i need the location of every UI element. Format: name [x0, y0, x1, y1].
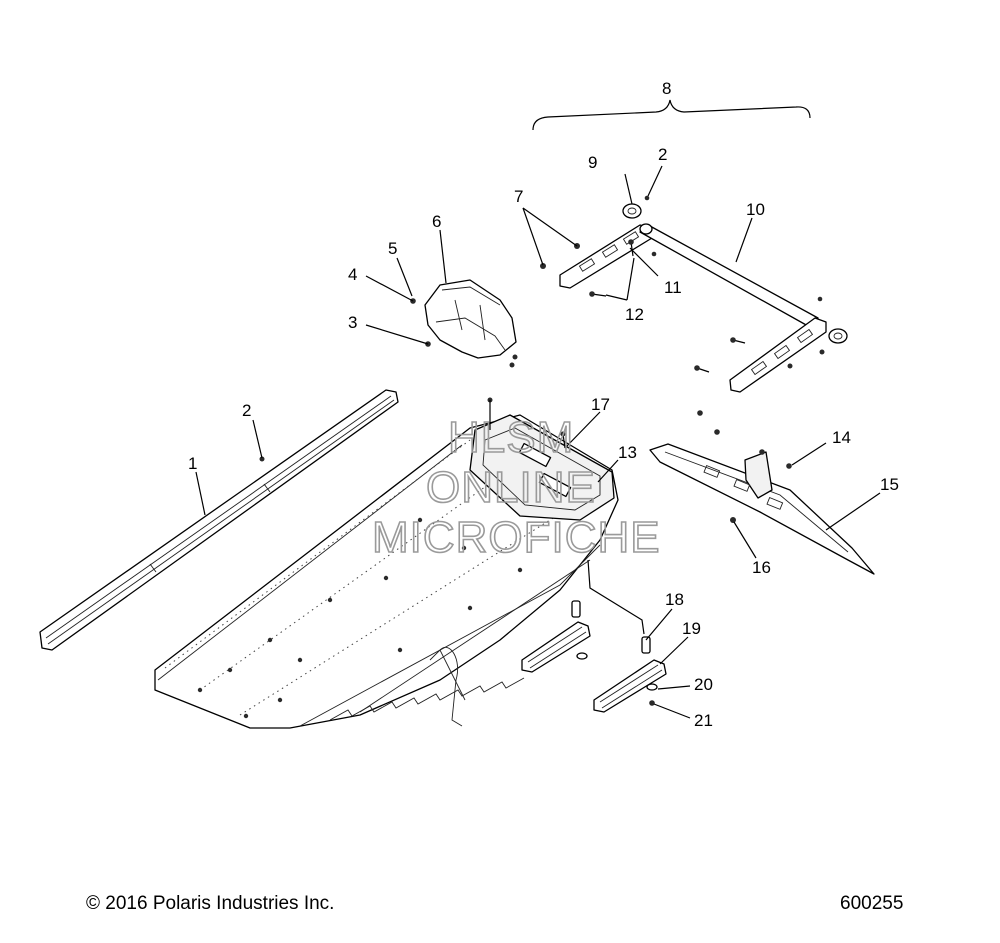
bracket-part-13: [469, 397, 615, 521]
callout-21: 21: [694, 711, 713, 730]
watermark-line-3: MICROFICHE: [372, 513, 661, 562]
callout-10: 10: [746, 200, 765, 219]
callout-20: 20: [694, 675, 713, 694]
callout-18: 18: [665, 590, 684, 609]
callout-5: 5: [388, 239, 397, 258]
callout-2-arm: 2: [658, 145, 667, 164]
watermark-line-2: ONLINE: [426, 463, 596, 512]
watermark-line-1: HLSM: [448, 413, 574, 462]
callout-8: 8: [662, 79, 671, 98]
callout-2-rail: 2: [242, 401, 251, 420]
runner-blocks-part-19: [521, 559, 667, 713]
callout-4: 4: [348, 265, 357, 284]
assembly-bracket-8: [532, 99, 811, 131]
diagram-number: 600255: [840, 893, 904, 914]
callout-7: 7: [514, 187, 523, 206]
callout-16: 16: [752, 558, 771, 577]
rail-part-1: [39, 389, 399, 651]
storage-box-part-6: [410, 279, 518, 368]
flap-part-15: [649, 410, 875, 575]
rear-bumper-assembly-part-8: [540, 195, 848, 393]
callout-12: 12: [625, 305, 644, 324]
callout-15: 15: [880, 475, 899, 494]
callout-labels: 1 2 2 3 4 5 6 7 8 9 10 11 12 13 14 15 16…: [188, 79, 899, 730]
callout-19: 19: [682, 619, 701, 638]
callout-17: 17: [591, 395, 610, 414]
callout-6: 6: [432, 212, 441, 231]
watermark: HLSM ONLINE MICROFICHE: [371, 412, 661, 563]
callout-9: 9: [588, 153, 597, 172]
leader-lines: [195, 165, 881, 719]
callout-11: 11: [664, 278, 682, 297]
callout-13: 13: [618, 443, 637, 462]
callout-14: 14: [832, 428, 851, 447]
copyright-text: © 2016 Polaris Industries Inc.: [86, 893, 335, 914]
callout-1: 1: [188, 454, 197, 473]
callout-3: 3: [348, 313, 357, 332]
